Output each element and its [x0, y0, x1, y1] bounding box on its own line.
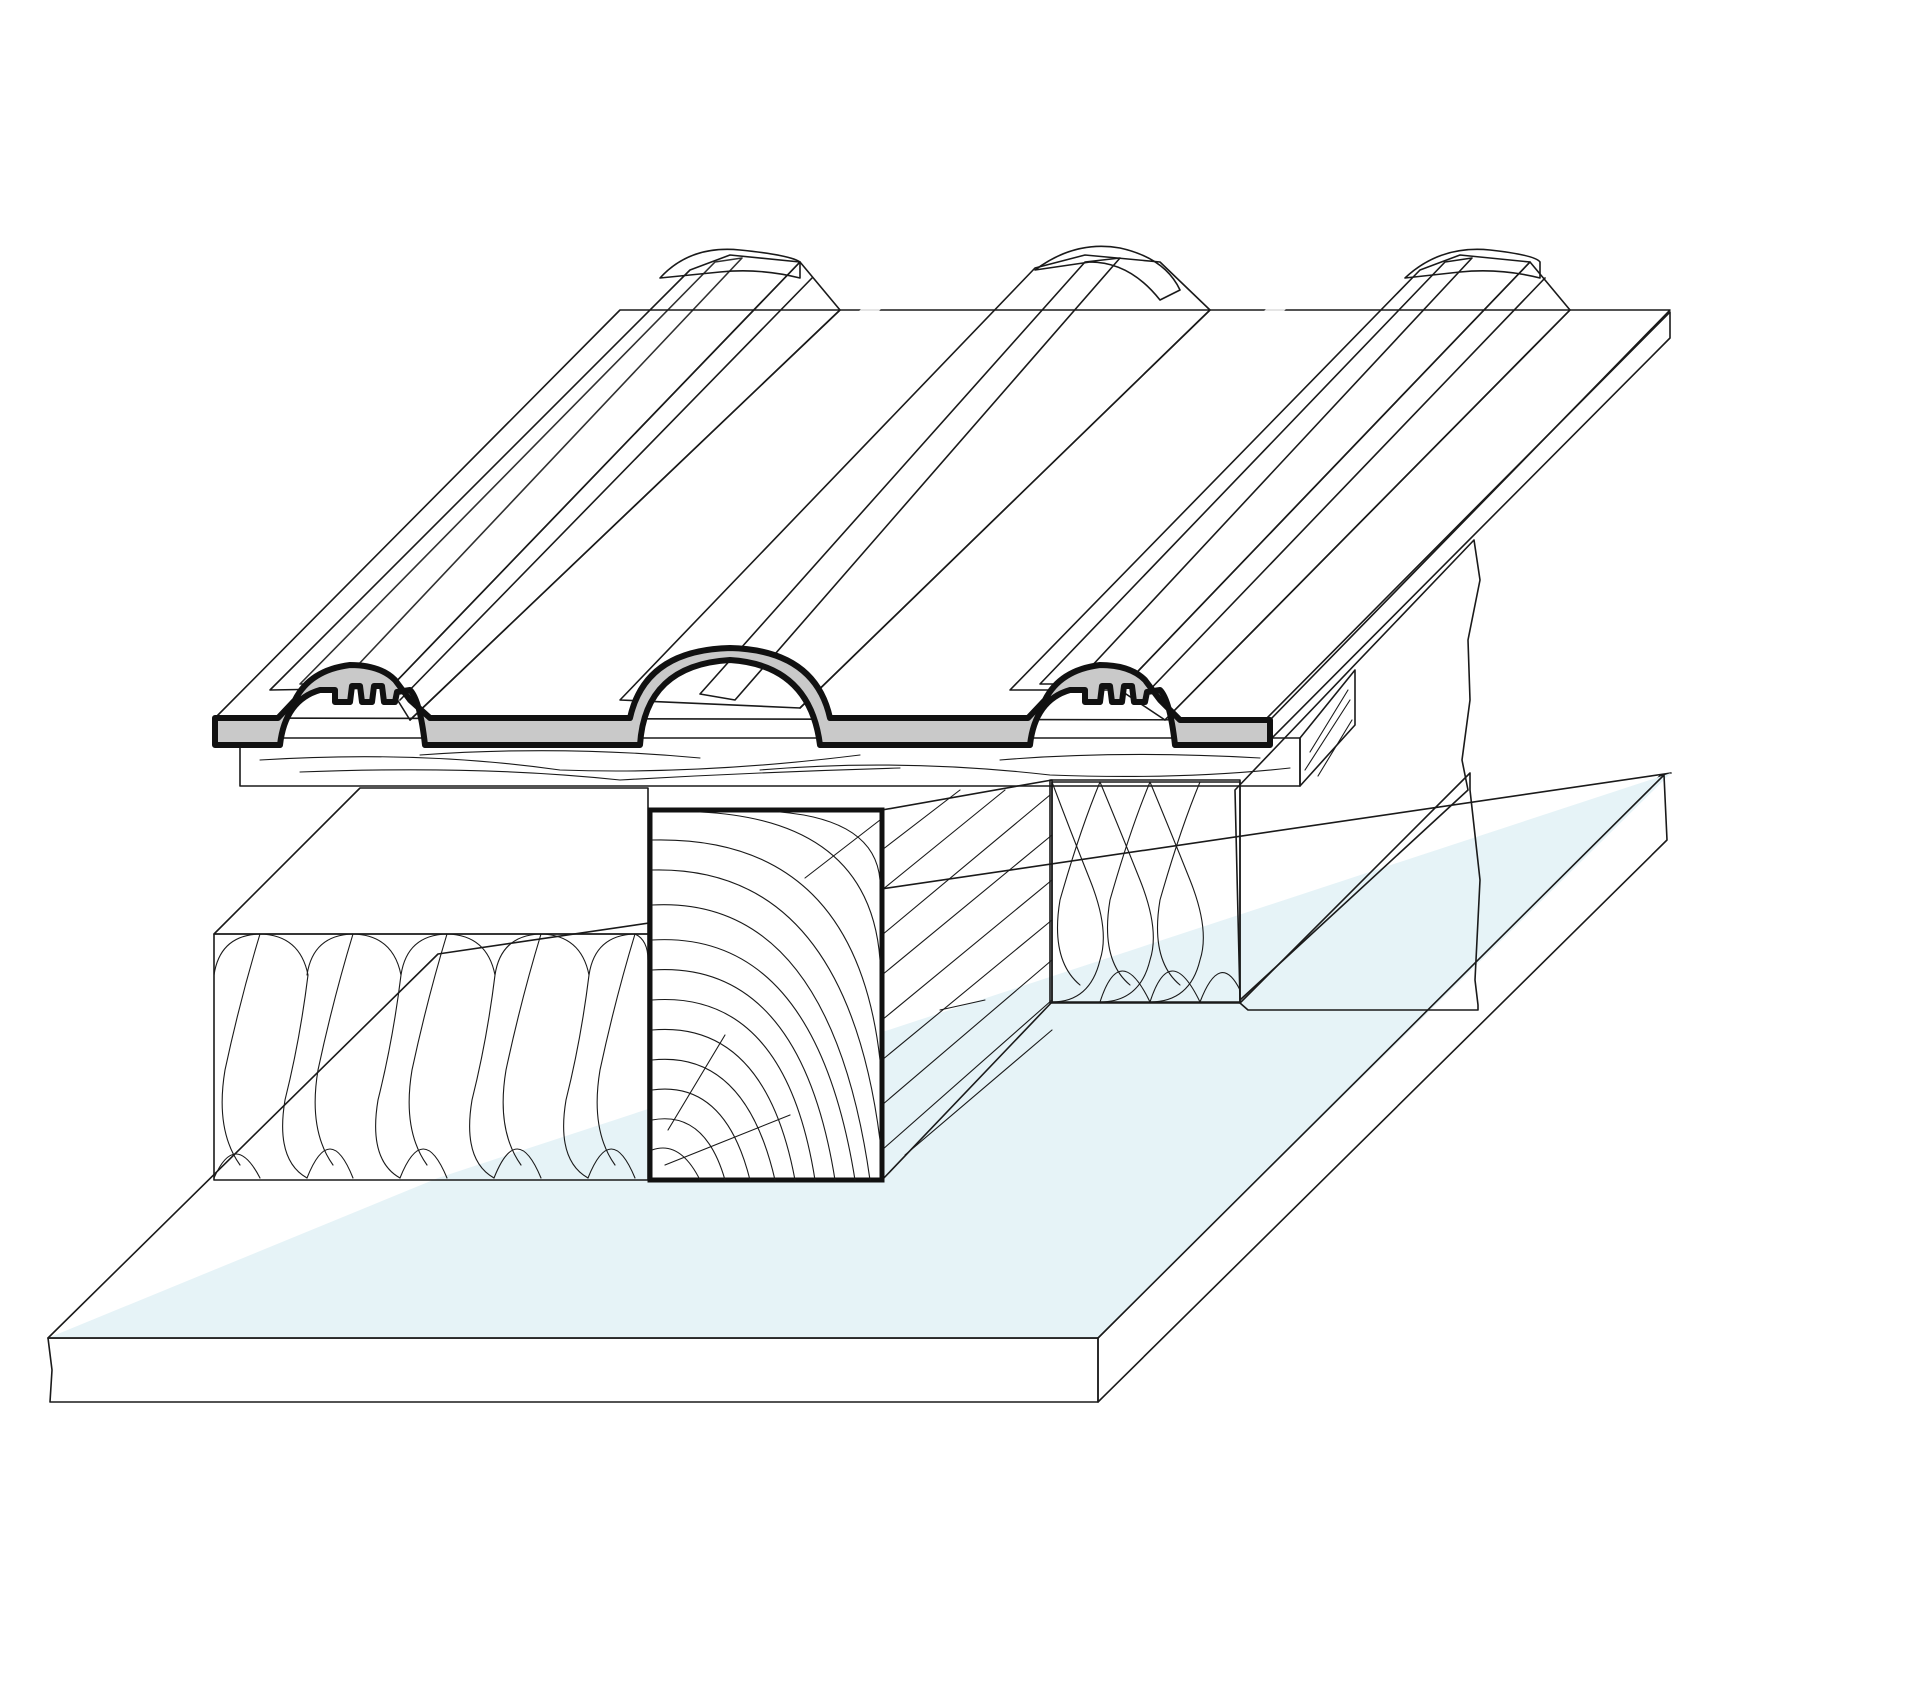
insulation-left-top: [213, 787, 649, 935]
insulation-right-top: [1049, 779, 1241, 1004]
batten-grain: [259, 689, 1353, 781]
board-front-face: [47, 1337, 1099, 1403]
insulation-left-pattern: [213, 933, 649, 1179]
insulation-right-pattern: [1051, 781, 1241, 1003]
tile-roll-3-cap: [1404, 248, 1541, 279]
insulation-left: [213, 787, 649, 1181]
insulation-right: [1049, 779, 1241, 1004]
roof-tiles: [212, 245, 1671, 748]
rafter-side-grain: [881, 789, 1053, 1156]
wall-upper-face: [1234, 539, 1481, 1001]
tile-roll-2-cap: [1034, 245, 1181, 301]
wall-face: [1239, 772, 1481, 1011]
tile-side-end: [1264, 311, 1671, 746]
back-wall: [1234, 539, 1481, 1011]
batten-end: [1299, 669, 1356, 787]
batten-front: [239, 737, 1301, 787]
tile-roll-2: [619, 254, 1211, 709]
tile-cross-section: [212, 645, 1273, 748]
tile-valley-highlight-2: [885, 285, 1310, 690]
tile-roll-1-cap: [659, 248, 801, 279]
rafter-growth-rings: [651, 811, 881, 1181]
tile-top-surface: [214, 309, 1671, 721]
tile-valley-highlight-1: [480, 285, 905, 690]
rafter: [647, 779, 1053, 1183]
